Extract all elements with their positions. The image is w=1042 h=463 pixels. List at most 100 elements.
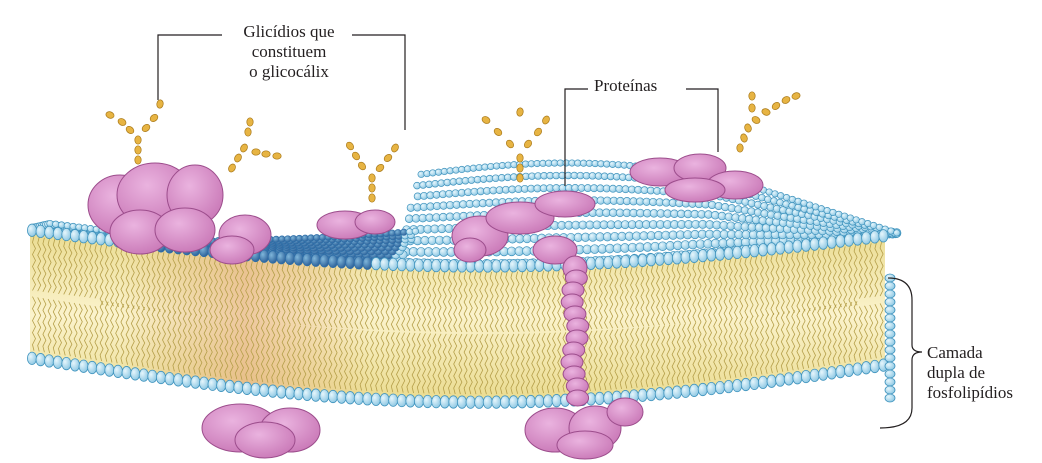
phospholipid-head-icon: [697, 249, 708, 263]
phospholipid-head-icon: [792, 371, 803, 385]
phospholipid-head-icon: [35, 224, 46, 238]
phospholipid-head-icon: [740, 244, 751, 259]
phospholipid-head-icon: [336, 255, 347, 269]
phospholipid-head-icon: [689, 249, 700, 263]
phospholipid-head-icon: [758, 243, 769, 257]
glycocalyx-sugar-chain-icon: [346, 141, 399, 203]
glycocalyx-sugar-chains: [105, 91, 801, 203]
phospholipid-head-icon: [775, 241, 786, 255]
phospholipid-head-icon: [431, 258, 442, 273]
phospholipid-head-icon: [353, 256, 364, 270]
phospholipid-head-icon: [884, 361, 896, 371]
phospholipid-head-icon: [113, 364, 124, 378]
phospholipid-head-icon: [672, 251, 683, 265]
membrane-protein-icon: [209, 235, 255, 265]
membrane-protein-icon: [154, 207, 216, 253]
glycocalyx-sugar-chain-icon: [481, 107, 550, 183]
phospholipid-head-icon: [388, 393, 399, 407]
phospholipid-head-icon: [259, 383, 270, 397]
phospholipid-head-icon: [259, 249, 270, 263]
phospholipid-head-icon: [706, 381, 717, 396]
phospholipid-head-icon: [792, 239, 803, 253]
phospholipid-head-icon: [884, 337, 896, 347]
phospholipid-head-icon: [852, 362, 863, 376]
phospholipid-head-icon: [611, 255, 622, 269]
phospholipid-head-icon: [878, 229, 889, 243]
phospholipid-head-icon: [379, 257, 390, 271]
phospholipid-head-icon: [835, 234, 846, 248]
glycocalyx-label-line-3: o glicocálix: [249, 62, 329, 81]
phospholipid-head-icon: [327, 254, 338, 268]
phospholipid-head-icon: [884, 281, 896, 291]
proteins-label: Proteínas: [590, 76, 662, 96]
phospholipid-head-icon: [276, 385, 287, 399]
phospholipid-head-icon: [78, 230, 89, 244]
phospholipid-head-icon: [44, 354, 55, 368]
phospholipid-head-icon: [345, 255, 356, 269]
protein-lower-parts: [201, 397, 644, 460]
phospholipid-head-icon: [861, 231, 872, 245]
bilayer-shade: [120, 239, 370, 399]
phospholipid-head-icon: [233, 380, 244, 394]
phospholipid-head-icon: [405, 258, 416, 272]
phospholipid-head-icon: [749, 244, 760, 258]
phospholipid-head-icon: [207, 377, 218, 391]
phospholipid-head-icon: [689, 383, 700, 398]
phospholipid-head-icon: [104, 363, 115, 377]
glycocalyx-leader-right: [352, 34, 406, 130]
phospholipid-head-icon: [844, 233, 855, 247]
phospholipid-head-icon: [884, 289, 896, 299]
phospholipid-head-icon: [603, 255, 614, 270]
phospholipid-head-icon: [336, 390, 347, 404]
phospholipid-head-icon: [758, 375, 769, 389]
phospholipid-head-icon: [508, 395, 519, 409]
phospholipid-head-icon: [267, 384, 278, 398]
membrane-protein-icon: [566, 389, 590, 407]
phospholipid-head-icon: [52, 355, 63, 369]
phospholipid-head-icon: [732, 378, 743, 393]
bilayer-label: Camada dupla de fosfolipídios: [927, 343, 1037, 403]
phospholipid-head-icon: [594, 391, 605, 406]
phospholipid-head-icon: [396, 258, 407, 272]
phospholipid-head-icon: [52, 226, 63, 241]
phospholipid-head-icon: [147, 369, 158, 383]
phospholipid-head-icon: [302, 387, 313, 402]
phospholipid-head-icon: [405, 394, 416, 408]
phospholipid-head-icon: [766, 374, 777, 388]
phospholipid-head-icon: [293, 252, 304, 266]
phospholipid-head-icon: [884, 321, 896, 331]
phospholipid-head-icon: [310, 253, 321, 267]
membrane-protein-icon: [234, 421, 296, 459]
phospholipid-head-icon: [732, 245, 743, 260]
phospholipid-head-icon: [517, 259, 528, 273]
phospholipid-head-icon: [482, 259, 493, 273]
membrane-protein-icon: [532, 235, 578, 265]
phospholipid-head-icon: [654, 387, 665, 401]
phospholipid-head-icon: [44, 225, 55, 240]
phospholipid-head-icon: [431, 395, 442, 409]
membrane-protein-icon: [485, 201, 555, 235]
phospholipid-head-icon: [775, 373, 786, 387]
phospholipid-head-icon: [396, 393, 407, 408]
phospholipid-head-icon: [267, 250, 278, 264]
phospholipid-head-icon: [869, 359, 880, 374]
phospholipid-head-icon: [474, 395, 485, 409]
phospholipid-head-icon: [663, 251, 674, 266]
phospholipid-head-icon: [654, 252, 665, 266]
phospholipid-head-icon: [861, 361, 872, 375]
phospholipid-head-icon: [884, 305, 896, 315]
phospholipid-head-icon: [310, 388, 321, 402]
phospholipid-head-icon: [852, 232, 863, 246]
phospholipid-head-icon: [884, 377, 896, 387]
phospholipid-head-icon: [422, 258, 433, 272]
phospholipid-head-icon: [884, 329, 896, 339]
phospholipid-head-icon: [370, 257, 381, 271]
phospholipid-head-icon: [78, 359, 89, 373]
bilayer-label-line-3: fosfolipídios: [927, 383, 1013, 402]
top-phospholipid-heads: [26, 159, 902, 403]
membrane-protein-icon: [534, 190, 596, 218]
phospholipid-head-icon: [284, 251, 295, 265]
phospholipid-head-icon: [499, 259, 510, 273]
phospholipid-head-icon: [413, 394, 424, 408]
glycocalyx-leader-left: [157, 34, 222, 100]
